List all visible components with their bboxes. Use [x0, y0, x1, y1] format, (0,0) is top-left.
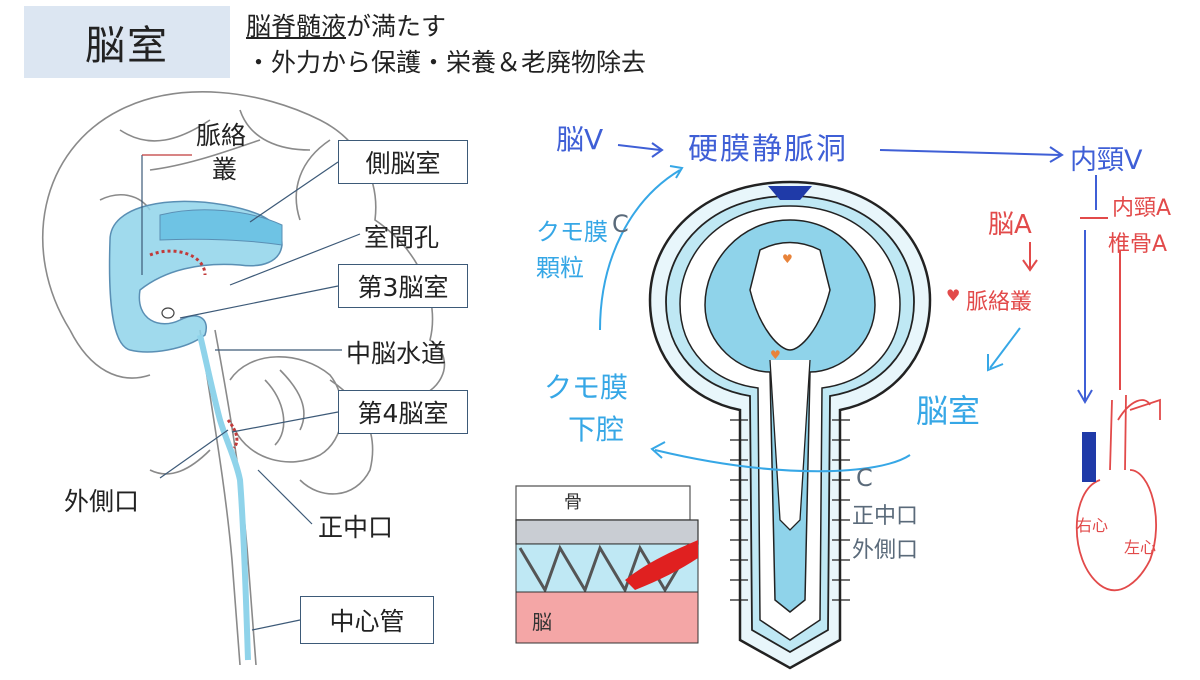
- label-ventricle-flow: 脳室: [916, 392, 981, 430]
- inset-label-brain: 脳: [532, 610, 552, 634]
- label-brain-v: 脳V: [556, 123, 604, 156]
- subtitle-rest: が満たす: [346, 12, 447, 41]
- ventricle-heart-mark-2: ♥: [770, 348, 781, 362]
- label-subarachnoid-1: クモ膜: [544, 371, 629, 404]
- label-median-aperture-flow: 正中口: [852, 504, 919, 529]
- ventricle-system-left: [108, 200, 283, 661]
- label-internal-carotid-a: 内頸A: [1112, 196, 1172, 221]
- label-fourth-ventricle: 第4脳室: [338, 390, 468, 434]
- label-interventricular-foramen: 室間孔: [364, 223, 440, 252]
- leader-lines: [141, 154, 361, 631]
- subtitle-line-1: 脳脊髄液が満たす: [246, 12, 446, 42]
- label-choroid-plexus-flow: 脈絡叢: [966, 290, 1033, 315]
- meninges-diagram: [648, 180, 932, 670]
- label-lateral-aperture: 外側口: [64, 487, 140, 516]
- label-median-aperture: 正中口: [318, 513, 394, 542]
- granulation-marker-icon: C: [612, 210, 629, 238]
- label-choroid-plexus-1: 脈絡: [196, 121, 247, 150]
- flow-arrows: [599, 142, 1121, 473]
- ventricle-heart-mark-1: ♥: [782, 252, 793, 266]
- label-third-ventricle: 第3脳室: [338, 264, 468, 308]
- label-vertebral-a: 椎骨A: [1108, 232, 1168, 257]
- label-dural-sinus: 硬膜静脈洞: [688, 132, 848, 167]
- label-internal-jugular-v: 内頸V: [1070, 145, 1143, 176]
- label-arachnoid-granulation-2: 顆粒: [536, 254, 584, 282]
- heart-drawing: [1075, 394, 1161, 592]
- vena-cava-mark: [1082, 432, 1096, 482]
- inset-label-bone: 骨: [564, 492, 582, 513]
- title-box: 脳室: [24, 6, 230, 78]
- heart-mark-icon: ♥: [946, 286, 961, 305]
- label-right-heart: 右心: [1076, 516, 1109, 535]
- label-central-canal: 中心管: [300, 596, 434, 644]
- subtitle-underlined: 脳脊髄液: [246, 12, 347, 41]
- meninges-inset: [515, 485, 699, 644]
- aperture-marker-icon: C: [856, 464, 873, 492]
- label-subarachnoid-2: 下腔: [568, 413, 625, 446]
- page-title: 脳室: [85, 23, 169, 69]
- label-left-heart: 左心: [1124, 538, 1157, 557]
- label-cerebral-aqueduct: 中脳水道: [346, 339, 447, 368]
- subtitle-line-2: ・外力から保護・栄養＆老廃物除去: [246, 48, 647, 77]
- label-choroid-plexus-2: 叢: [212, 155, 238, 184]
- label-lateral-aperture-flow: 外側口: [852, 538, 919, 563]
- label-lateral-ventricle: 側脳室: [338, 140, 468, 184]
- label-arachnoid-granulation-1: クモ膜: [536, 218, 608, 246]
- label-brain-a: 脳A: [988, 210, 1032, 240]
